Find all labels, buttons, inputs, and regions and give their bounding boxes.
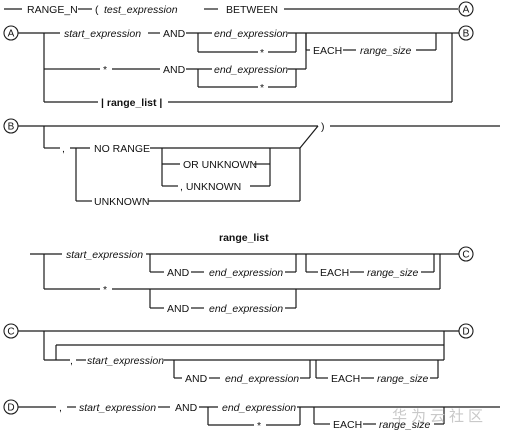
close-paren: ) — [321, 121, 325, 133]
watermark: 华为云社区 — [392, 407, 487, 425]
range-size-c: range_size — [367, 267, 419, 279]
each-keyword-e: EACH — [333, 419, 362, 431]
and-keyword-c1: AND — [167, 267, 190, 279]
section-d: D , start_expression AND end_expression … — [3, 399, 500, 432]
svg-text:D: D — [462, 327, 469, 338]
svg-text:B: B — [8, 122, 15, 133]
range-size-a: range_size — [360, 45, 412, 57]
range-n-keyword: RANGE_N — [27, 4, 78, 16]
range-list-ref: | range_list | — [101, 97, 162, 109]
no-range-keyword: NO RANGE — [94, 143, 150, 155]
end-expression-c1: end_expression — [209, 267, 283, 279]
svg-text:C: C — [462, 250, 469, 261]
star-a1: * — [260, 47, 264, 59]
start-expression-c: start_expression — [66, 249, 143, 261]
comma-unknown-keyword: , UNKNOWN — [180, 181, 241, 193]
end-expression-d: end_expression — [225, 373, 299, 385]
start-expression-a: start_expression — [64, 28, 141, 40]
star-a3: * — [260, 82, 264, 94]
svg-text:D: D — [7, 403, 14, 414]
and-keyword-e: AND — [175, 402, 198, 414]
connector-a-out — [458, 1, 474, 17]
between-keyword: BETWEEN — [226, 4, 278, 16]
svg-text:A: A — [463, 5, 470, 16]
connector-c-out — [458, 246, 474, 262]
section-b: B ) , NO RANGE OR UNKNOWN , UNKNOWN UNKN… — [3, 118, 500, 208]
start-expression-e: start_expression — [79, 402, 156, 414]
star-a2: * — [103, 64, 107, 76]
each-keyword-c: EACH — [320, 267, 349, 279]
svg-text:B: B — [463, 29, 470, 40]
and-keyword-a2: AND — [163, 64, 186, 76]
and-keyword-c2: AND — [167, 303, 190, 315]
star-e: * — [257, 420, 261, 432]
svg-text:A: A — [8, 29, 15, 40]
and-keyword-d: AND — [185, 373, 208, 385]
comma-c: , — [70, 355, 73, 367]
each-keyword-a: EACH — [313, 45, 342, 57]
range-size-d: range_size — [377, 373, 429, 385]
section-c: C D , start_expression AND end_expressio… — [3, 323, 474, 385]
connector-d-out — [458, 323, 474, 339]
range-size-e: range_size — [379, 419, 431, 431]
or-unknown-keyword: OR UNKNOWN — [183, 159, 257, 171]
each-keyword-d: EACH — [331, 373, 360, 385]
row-range-n: RANGE_N ( test_expression BETWEEN A — [4, 1, 474, 17]
end-expression-a2: end_expression — [214, 64, 288, 76]
section-range-list: start_expression * AND end_expression EA… — [30, 246, 474, 315]
end-expression-e: end_expression — [222, 402, 296, 414]
comma-d: , — [59, 402, 62, 414]
test-expression: test_expression — [104, 4, 178, 16]
end-expression-a1: end_expression — [214, 28, 288, 40]
start-expression-d: start_expression — [87, 355, 164, 367]
comma-b: , — [62, 143, 65, 155]
unknown-keyword: UNKNOWN — [94, 196, 149, 208]
end-expression-c2: end_expression — [209, 303, 283, 315]
section-a: A start_expression AND end_expression * … — [3, 25, 474, 109]
svg-text:C: C — [7, 327, 14, 338]
open-paren: ( — [95, 4, 99, 16]
and-keyword-a1: AND — [163, 28, 186, 40]
range-list-title: range_list — [219, 232, 269, 244]
star-c: * — [103, 284, 107, 296]
